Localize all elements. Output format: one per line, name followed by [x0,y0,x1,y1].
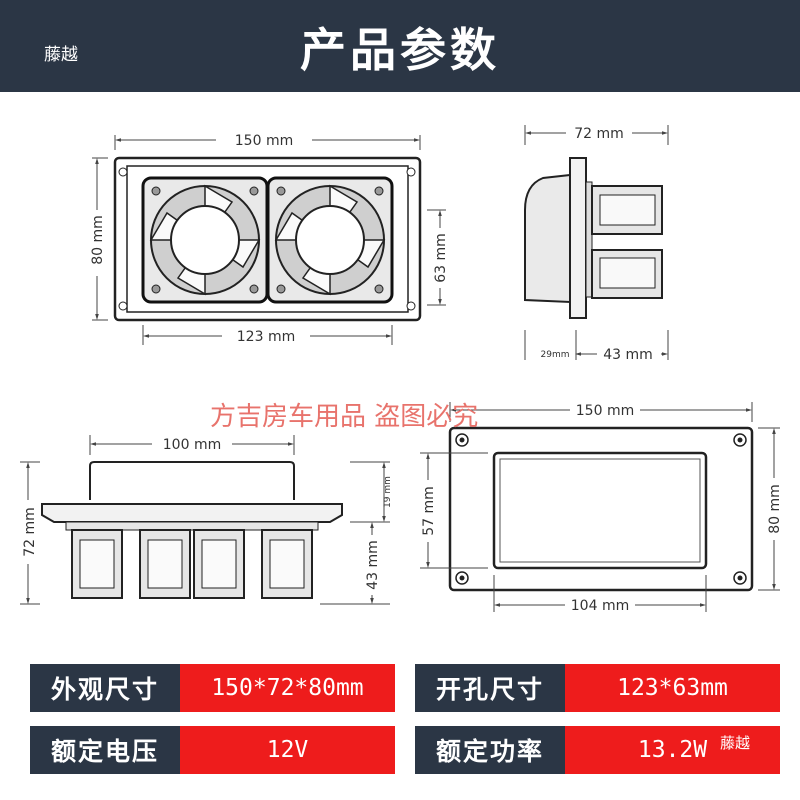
spec-row-voltage: 额定电压 12V [30,726,395,774]
plate-height-label: 80 mm [767,484,783,534]
bottom-body-label: 43 mm [365,540,381,590]
spec-value: 150*72*80mm [180,664,395,712]
bottom-view [20,435,390,605]
spec-row-dimensions: 外观尺寸 150*72*80mm [30,664,395,712]
front-width-label: 150 mm [235,133,293,149]
front-view [92,135,446,345]
side-small-label: 29mm [541,350,570,360]
plate-width-label: 150 mm [576,403,634,419]
header-bar: 藤越 产品参数 [0,0,800,92]
spec-value: 123*63mm [565,664,780,712]
spec-table: 外观尺寸 150*72*80mm 开孔尺寸 123*63mm 额定电压 12V … [30,664,785,776]
spec-value-text: 13.2W [637,737,708,763]
spec-label: 外观尺寸 [30,664,180,712]
front-inner-height-label: 63 mm [433,233,449,283]
spec-row-power: 额定功率 13.2W 藤越 [415,726,780,774]
spec-label: 额定功率 [415,726,565,774]
spec-label: 开孔尺寸 [415,664,565,712]
technical-drawing: 150 mm 80 mm 63 mm 123 mm 72 mm 29mm 43 … [20,125,783,614]
bottom-small-label: 19 mm [383,476,393,508]
brand-tag: 藤越 [719,734,750,752]
watermark-text: 方吉房车用品 盗图必究 [210,402,479,432]
front-height-label: 80 mm [90,215,106,265]
fan-right [266,176,394,304]
side-body-label: 43 mm [603,347,653,363]
plate-inner-height-label: 57 mm [421,486,437,536]
fan-left [141,176,269,304]
plate-view [420,402,780,612]
side-view [524,125,669,360]
plate-inner-width-label: 104 mm [571,598,629,614]
side-depth-label: 72 mm [574,126,624,142]
page-title: 产品参数 [300,23,500,77]
bottom-top-label: 100 mm [163,437,221,453]
spec-row-cutout: 开孔尺寸 123*63mm [415,664,780,712]
front-cutout-label: 123 mm [237,329,295,345]
spec-value: 13.2W 藤越 [565,726,780,774]
bottom-height-label: 72 mm [22,507,38,557]
spec-label: 额定电压 [30,726,180,774]
brand-name: 藤越 [44,45,78,65]
spec-value: 12V [180,726,395,774]
